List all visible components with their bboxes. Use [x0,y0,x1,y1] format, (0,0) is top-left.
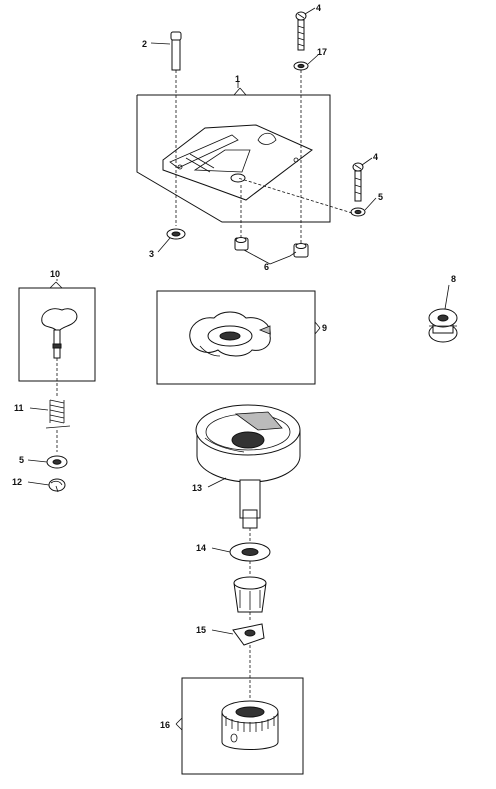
leader-lines [27,7,450,635]
part-11-spring [45,399,71,452]
callout-labels: 2 1 4 17 4 5 3 6 8 9 10 11 5 12 13 14 15… [12,3,456,730]
part-2-pin [170,31,182,226]
callout-14: 14 [196,543,206,553]
callout-12: 12 [12,477,22,487]
part-6-nut-left [234,237,249,251]
callout-8: 8 [451,274,456,284]
callout-4-top: 4 [316,3,321,13]
part-9-hook-carrier [189,311,271,357]
callout-15: 15 [196,625,206,635]
callout-5-left: 5 [19,455,24,465]
callout-16: 16 [160,720,170,730]
part-14-washer [229,542,271,575]
part-5-washer-right [350,207,366,217]
callout-11: 11 [14,403,24,413]
callout-5-right: 5 [378,192,383,202]
part-4-screw-top [295,11,307,51]
callout-1: 1 [235,74,240,84]
part-5-washer-left [46,455,68,469]
part-9-frame [156,290,321,385]
callout-6: 6 [264,262,269,272]
part-13-rotary-hook [195,404,301,542]
part-16-frame [175,677,304,775]
callout-13: 13 [192,483,202,493]
callout-3: 3 [149,249,154,259]
part-12-clip [48,478,66,493]
part-8-bobbin [428,308,458,343]
callout-9: 9 [322,323,327,333]
gear-sleeve [233,576,267,622]
part-6-nut-right [293,243,309,258]
part-3-washer [166,228,186,240]
callout-4-right: 4 [373,152,378,162]
callout-17: 17 [317,47,327,57]
callout-10: 10 [50,269,60,279]
part-15-coupling [232,623,265,700]
callout-2: 2 [142,39,147,49]
part-16-gear [221,700,279,750]
part-17-washer [293,61,309,71]
plate-assembly-frame [136,87,331,223]
throat-plate [162,124,313,201]
part-10-latch [41,308,78,398]
part-4-screw-right [352,162,364,202]
